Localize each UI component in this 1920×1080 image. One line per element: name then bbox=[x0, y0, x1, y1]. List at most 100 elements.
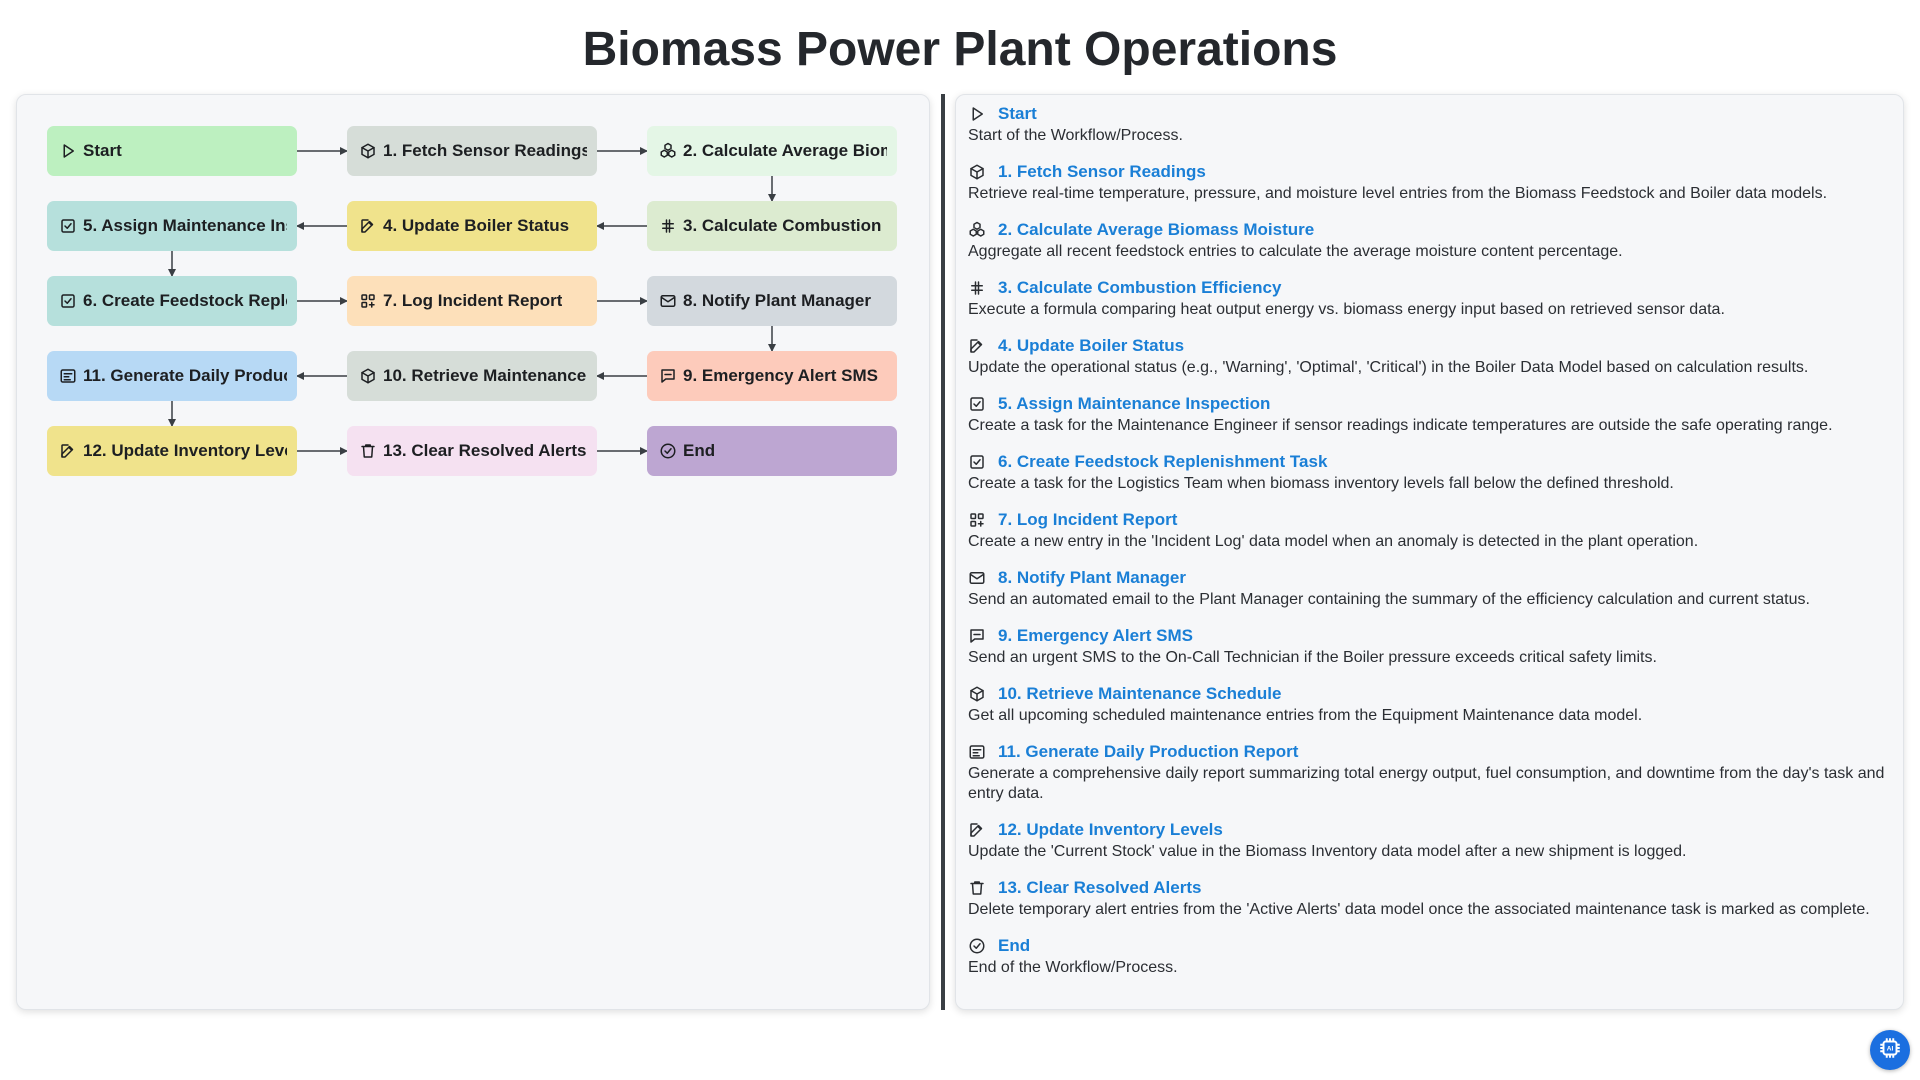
flow-node-n6[interactable]: 6. Create Feedstock Replenishment Task bbox=[47, 276, 297, 326]
mail-icon bbox=[968, 569, 986, 587]
cube-icon bbox=[968, 685, 986, 703]
step-description: Execute a formula comparing heat output … bbox=[968, 301, 1725, 318]
step-title[interactable]: 8. Notify Plant Manager bbox=[998, 568, 1186, 587]
step-title[interactable]: 5. Assign Maintenance Inspection bbox=[998, 394, 1271, 413]
cubes-icon bbox=[968, 221, 986, 239]
flow-node-label: 10. Retrieve Maintenance Schedule bbox=[383, 366, 587, 385]
flow-node-label: Start bbox=[83, 141, 122, 160]
checkbox-icon bbox=[59, 217, 77, 235]
step-description: Create a task for the Maintenance Engine… bbox=[968, 417, 1833, 434]
flow-node-n13[interactable]: 13. Clear Resolved Alerts bbox=[347, 426, 597, 476]
step-title[interactable]: 7. Log Incident Report bbox=[998, 510, 1178, 529]
flow-node-label: End bbox=[683, 441, 716, 460]
flow-node-label: 6. Create Feedstock Replenishment Task bbox=[83, 291, 287, 310]
play-icon bbox=[59, 142, 77, 160]
flow-node-label: 3. Calculate Combustion Efficiency bbox=[683, 216, 887, 235]
flow-node-n11[interactable]: 11. Generate Daily Production Report bbox=[47, 351, 297, 401]
flow-node-label: 2. Calculate Average Biomass Moisture bbox=[683, 141, 887, 160]
step-description: Create a new entry in the 'Incident Log'… bbox=[968, 533, 1699, 550]
play-icon bbox=[968, 105, 986, 123]
report-icon bbox=[968, 743, 986, 761]
edit-icon bbox=[968, 821, 986, 839]
check-circle-icon bbox=[968, 937, 986, 955]
step-title[interactable]: Start bbox=[998, 104, 1037, 123]
step-title[interactable]: 2. Calculate Average Biomass Moisture bbox=[998, 220, 1315, 239]
panel-divider[interactable] bbox=[941, 94, 945, 1010]
flow-node-n4[interactable]: 4. Update Boiler Status bbox=[347, 201, 597, 251]
step-title[interactable]: 10. Retrieve Maintenance Schedule bbox=[998, 684, 1282, 703]
checkbox-icon bbox=[968, 395, 986, 413]
step-description: Aggregate all recent feedstock entries t… bbox=[968, 243, 1623, 260]
hash-icon bbox=[968, 279, 986, 297]
page-title: Biomass Power Plant Operations bbox=[582, 23, 1338, 76]
step-title[interactable]: 9. Emergency Alert SMS bbox=[998, 626, 1193, 645]
step-description: Send an automated email to the Plant Man… bbox=[968, 591, 1810, 608]
flow-node-n5[interactable]: 5. Assign Maintenance Inspection bbox=[47, 201, 297, 251]
trash-icon bbox=[968, 879, 986, 897]
step-description: Create a task for the Logistics Team whe… bbox=[968, 475, 1674, 492]
flow-node-n8[interactable]: 8. Notify Plant Manager bbox=[647, 276, 897, 326]
flow-node-label: 11. Generate Daily Production Report bbox=[83, 366, 287, 385]
step-title[interactable]: End bbox=[998, 936, 1031, 955]
flow-node-n3[interactable]: 3. Calculate Combustion Efficiency bbox=[647, 201, 897, 251]
flow-node-n2[interactable]: 2. Calculate Average Biomass Moisture bbox=[647, 126, 897, 176]
grid-plus-icon bbox=[359, 292, 377, 310]
edit-icon bbox=[968, 337, 986, 355]
checkbox-icon bbox=[59, 292, 77, 310]
step-title[interactable]: 13. Clear Resolved Alerts bbox=[998, 878, 1202, 897]
cube-icon bbox=[359, 142, 377, 160]
flow-node-label: 13. Clear Resolved Alerts bbox=[383, 441, 587, 460]
step-title[interactable]: 6. Create Feedstock Replenishment Task bbox=[998, 452, 1328, 471]
step-title[interactable]: 1. Fetch Sensor Readings bbox=[998, 162, 1206, 181]
step-title[interactable]: 3. Calculate Combustion Efficiency bbox=[998, 278, 1282, 297]
flow-node-n12[interactable]: 12. Update Inventory Levels bbox=[47, 426, 297, 476]
flow-node-label: 5. Assign Maintenance Inspection bbox=[83, 216, 287, 235]
mail-icon bbox=[659, 292, 677, 310]
report-icon bbox=[59, 367, 77, 385]
flowchart-panel[interactable]: Start 1. Fetch Sensor Readings 2. Calculat… bbox=[16, 94, 930, 1010]
flow-node-label: 4. Update Boiler Status bbox=[383, 216, 570, 235]
step-description: Send an urgent SMS to the On-Call Techni… bbox=[968, 649, 1657, 666]
sms-icon bbox=[659, 367, 677, 385]
flow-node-label: 9. Emergency Alert SMS bbox=[683, 366, 878, 385]
cube-icon bbox=[359, 367, 377, 385]
step-description: Update the 'Current Stock' value in the … bbox=[968, 843, 1687, 860]
check-circle-icon bbox=[659, 442, 677, 460]
flow-node-n10[interactable]: 10. Retrieve Maintenance Schedule bbox=[347, 351, 597, 401]
step-description: Generate a comprehensive daily report su… bbox=[968, 765, 1885, 802]
step-title[interactable]: 12. Update Inventory Levels bbox=[998, 820, 1223, 839]
flow-node-n7[interactable]: 7. Log Incident Report bbox=[347, 276, 597, 326]
hash-icon bbox=[659, 217, 677, 235]
step-description: Get all upcoming scheduled maintenance e… bbox=[968, 707, 1643, 724]
cube-icon bbox=[968, 163, 986, 181]
step-description: Update the operational status (e.g., 'Wa… bbox=[968, 359, 1809, 376]
edit-icon bbox=[59, 442, 77, 460]
flow-node-label: 8. Notify Plant Manager bbox=[683, 291, 871, 310]
svg-text:AI: AI bbox=[1887, 1045, 1894, 1052]
step-description: Start of the Workflow/Process. bbox=[968, 127, 1183, 144]
flow-node-n1[interactable]: 1. Fetch Sensor Readings bbox=[347, 126, 597, 176]
step-title[interactable]: 11. Generate Daily Production Report bbox=[998, 742, 1299, 761]
step-title[interactable]: 4. Update Boiler Status bbox=[998, 336, 1185, 355]
checkbox-icon bbox=[968, 453, 986, 471]
ai-chip-icon: AI bbox=[1877, 1035, 1903, 1066]
flow-node-n9[interactable]: 9. Emergency Alert SMS bbox=[647, 351, 897, 401]
cubes-icon bbox=[659, 142, 677, 160]
grid-plus-icon bbox=[968, 511, 986, 529]
step-description: End of the Workflow/Process. bbox=[968, 959, 1178, 976]
flow-node-start[interactable]: Start bbox=[47, 126, 297, 176]
trash-icon bbox=[359, 442, 377, 460]
ai-assistant-button[interactable]: AI bbox=[1870, 1030, 1910, 1070]
flow-node-end[interactable]: End bbox=[647, 426, 897, 476]
step-item: 9. Emergency Alert SMS Send an urgent SMS… bbox=[968, 625, 1891, 668]
sms-icon bbox=[968, 627, 986, 645]
